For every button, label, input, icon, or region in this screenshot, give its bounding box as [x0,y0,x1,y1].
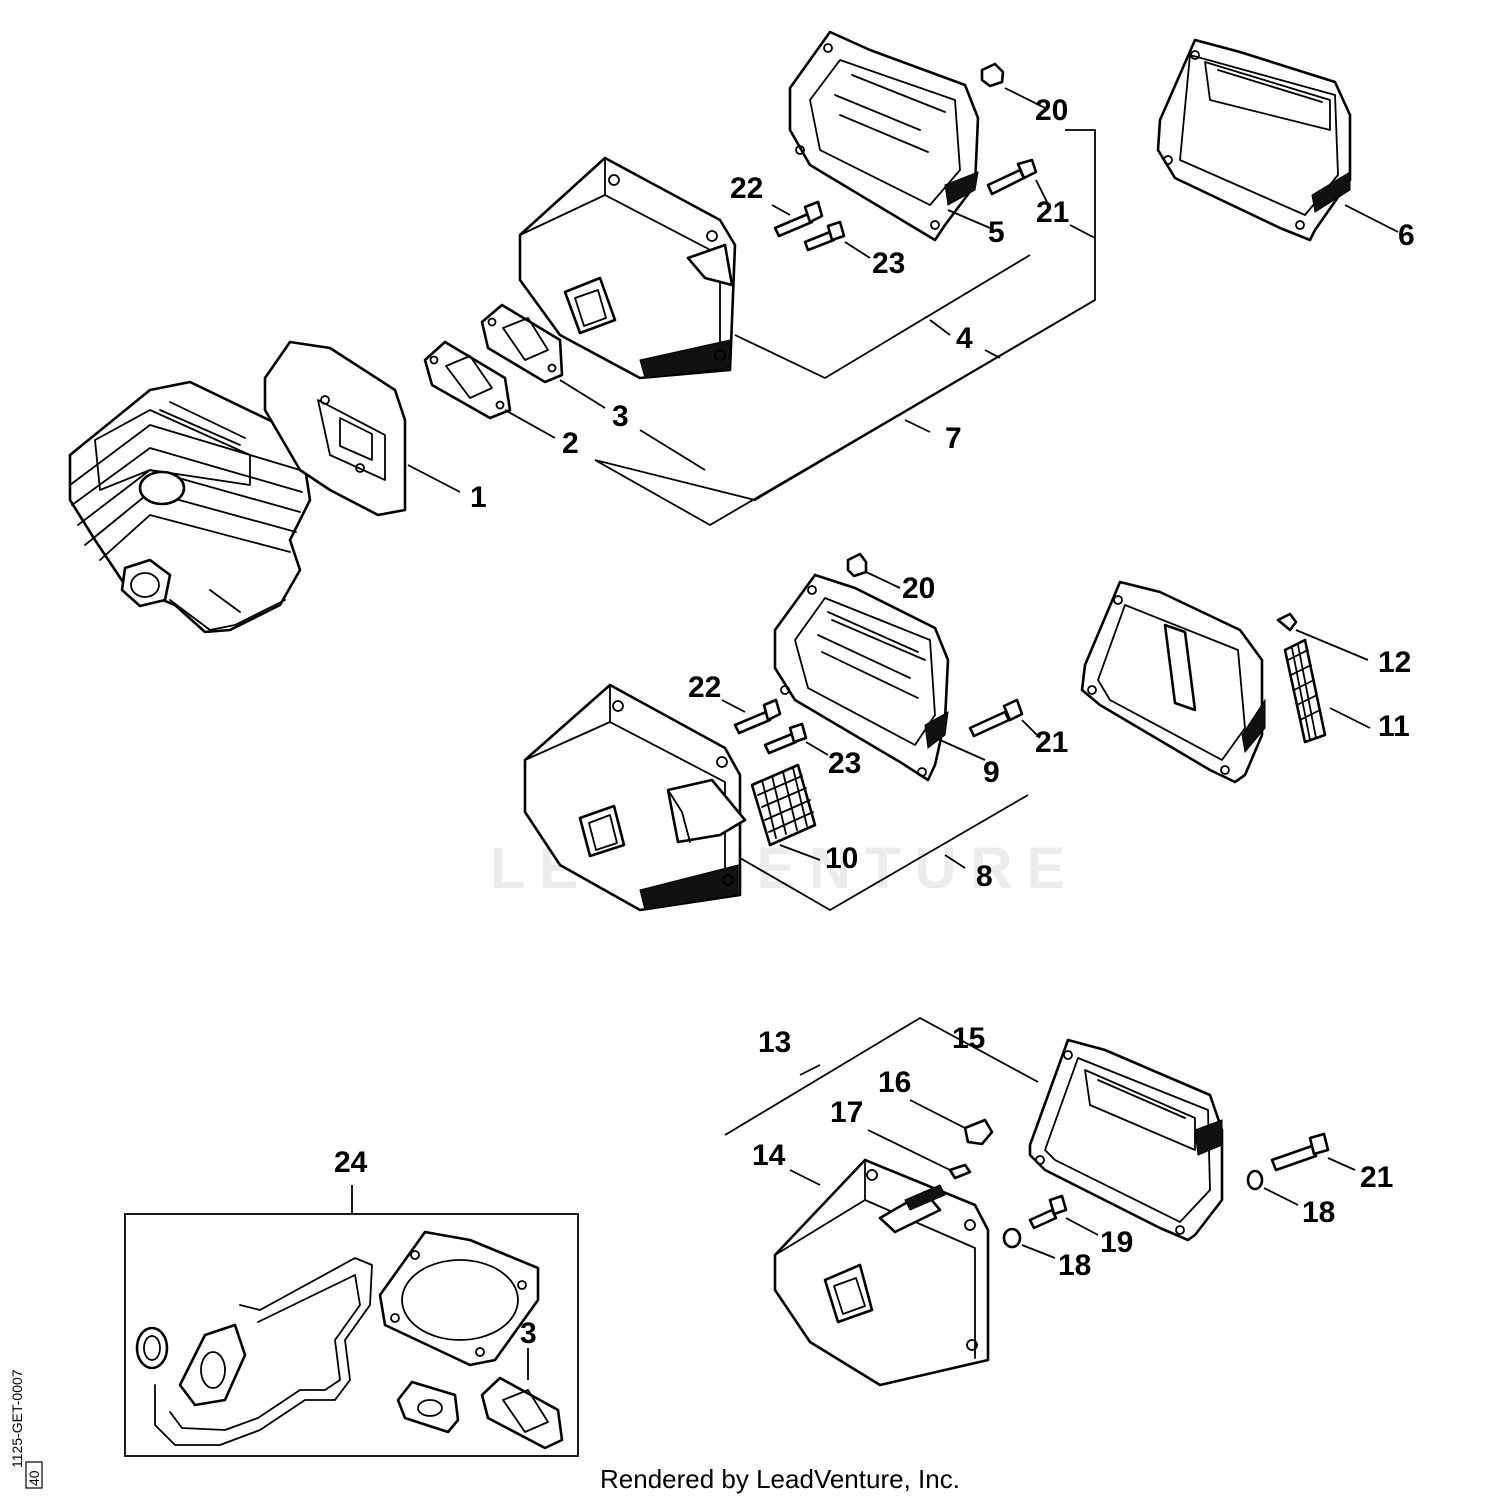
label-part-20-top: 20 [1035,94,1068,127]
label-part-14: 14 [752,1139,786,1172]
part-24-gasket-kit [124,1185,579,1457]
cylinder-illustration [68,380,312,634]
label-part-21-lower: 21 [1360,1161,1393,1194]
label-part-20-middle: 20 [902,572,935,605]
label-part-8: 8 [976,860,993,893]
side-code: 1125-GET-0007 40 [9,1369,43,1489]
part-12-screen [1283,638,1327,744]
side-box-text: 40 [26,1470,42,1486]
label-part-2: 2 [562,427,579,460]
label-part-22-middle: 22 [688,671,721,704]
label-part-13: 13 [758,1026,791,1059]
label-part-7: 7 [945,422,962,455]
screws-middle [733,552,1298,755]
label-part-9: 9 [983,756,1000,789]
label-part-3: 3 [612,400,629,433]
label-part-5: 5 [988,216,1005,249]
label-part-21-top: 21 [1036,196,1069,229]
screws-top [773,62,1038,252]
part-9-muffler-cover [773,573,950,782]
part-10-spark-arrester-screen [750,763,817,847]
label-part-15: 15 [952,1022,985,1055]
leader-lines-lower [724,1016,1356,1259]
side-code-text: 1125-GET-0007 [9,1369,25,1468]
part-4-muffler-body [518,156,737,380]
part-3-gasket [480,303,564,384]
label-part-6: 6 [1398,219,1415,252]
label-part-10: 10 [825,842,858,875]
part-11-cover-with-slot [1080,580,1266,784]
part-6-muffler-cover [1156,38,1352,242]
label-part-1: 1 [470,481,487,514]
label-part-18-left: 18 [1058,1249,1091,1282]
leader-lines-middle [721,571,1371,912]
callout-labels: 1 2 3 4 5 6 7 20 21 22 23 20 21 22 23 9 … [334,94,1415,1350]
footer-credit: Rendered by LeadVenture, Inc. [600,1464,960,1494]
part-14-muffler-body [773,1158,990,1387]
label-part-18-right: 18 [1302,1196,1335,1229]
label-part-4: 4 [956,322,973,355]
label-part-3-kit: 3 [520,1317,537,1350]
screws-lower [948,1118,1330,1249]
label-part-22-top: 22 [730,172,763,205]
label-part-12: 12 [1378,646,1411,679]
part-5-muffler-cover [788,30,980,242]
label-part-17: 17 [830,1096,863,1129]
label-part-21-middle: 21 [1035,726,1068,759]
label-part-23-middle: 23 [828,747,861,780]
label-part-19: 19 [1100,1226,1133,1259]
part-15-muffler-cover [1028,1038,1224,1242]
part-8-muffler-body [523,683,747,912]
label-part-11: 11 [1378,710,1410,743]
label-part-16: 16 [878,1066,911,1099]
label-part-24: 24 [334,1146,368,1179]
part-2-gasket [423,340,512,420]
leader-lines-top [407,87,1399,527]
label-part-23-top: 23 [872,247,905,280]
part-1-heat-shield [263,340,407,517]
